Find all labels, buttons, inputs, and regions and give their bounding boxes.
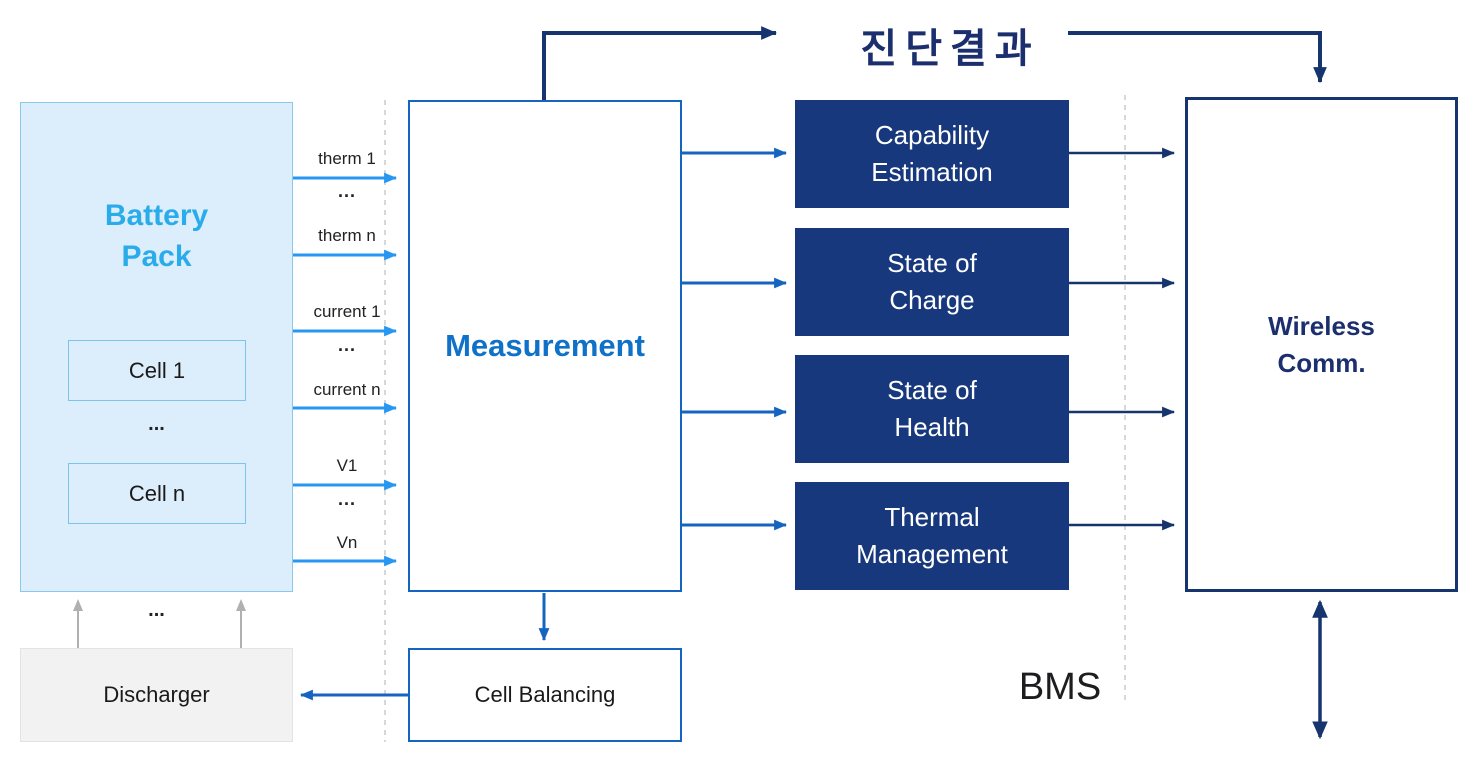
cell-balancing-box: Cell Balancing xyxy=(408,648,682,742)
signal-label-vn: Vn xyxy=(336,533,358,552)
state-of-charge-box: State of Charge xyxy=(795,228,1069,336)
signal-label-v1: V1 xyxy=(336,456,358,475)
thermal-management-line1: Thermal xyxy=(884,502,980,532)
battery-pack-title-line2: Pack xyxy=(121,240,192,273)
signal-ellipsis-current: ... xyxy=(337,335,356,355)
cell-1-box: Cell 1 xyxy=(68,340,246,401)
battery-pack-box: Battery Pack Cell 1 ... Cell n xyxy=(20,102,293,592)
signal-label-current-n: current n xyxy=(313,380,381,399)
thermal-management-box: Thermal Management xyxy=(795,482,1069,590)
capability-estimation-line2: Estimation xyxy=(871,157,993,187)
cell-n-box: Cell n xyxy=(68,463,246,524)
wireless-comm-line1: Wireless xyxy=(1268,310,1375,341)
arrow-measurement-to-diagnosis xyxy=(542,26,778,100)
state-of-health-line1: State of xyxy=(887,375,977,405)
signal-label-current-1: current 1 xyxy=(313,302,381,321)
module-to-wireless-arrows xyxy=(1069,147,1176,531)
battery-pack-title-line1: Battery xyxy=(104,199,209,232)
signal-ellipsis-therm: ... xyxy=(337,181,356,201)
battery-pack-title: Battery Pack xyxy=(21,195,292,277)
measurement-to-module-arrows xyxy=(682,147,788,531)
state-of-health-box: State of Health xyxy=(795,355,1069,463)
signal-label-therm-1: therm 1 xyxy=(318,149,376,168)
diagnosis-result-title: 진단결과 xyxy=(860,27,1040,71)
discharger-ellipsis: ... xyxy=(148,599,165,621)
state-of-charge-line2: Charge xyxy=(889,285,975,315)
arrow-diagnosis-to-wireless xyxy=(1068,31,1327,84)
wireless-comm-line2: Comm. xyxy=(1277,347,1366,378)
capability-estimation-line1: Capability xyxy=(874,120,990,150)
signal-ellipsis-voltage: ... xyxy=(337,489,356,509)
discharger-box: Discharger xyxy=(20,648,293,742)
wireless-comm-box: Wireless Comm. xyxy=(1185,97,1458,592)
state-of-charge-line1: State of xyxy=(887,248,977,278)
measurement-label: Measurement xyxy=(445,328,645,363)
thermal-management-line2: Management xyxy=(856,539,1008,569)
state-of-health-line2: Health xyxy=(894,412,970,442)
cells-ellipsis: ... xyxy=(148,413,165,435)
signal-label-therm-n: therm n xyxy=(318,226,376,245)
measurement-box: Measurement xyxy=(408,100,682,592)
bms-label: BMS xyxy=(1018,666,1102,708)
capability-estimation-box: Capability Estimation xyxy=(795,100,1069,208)
